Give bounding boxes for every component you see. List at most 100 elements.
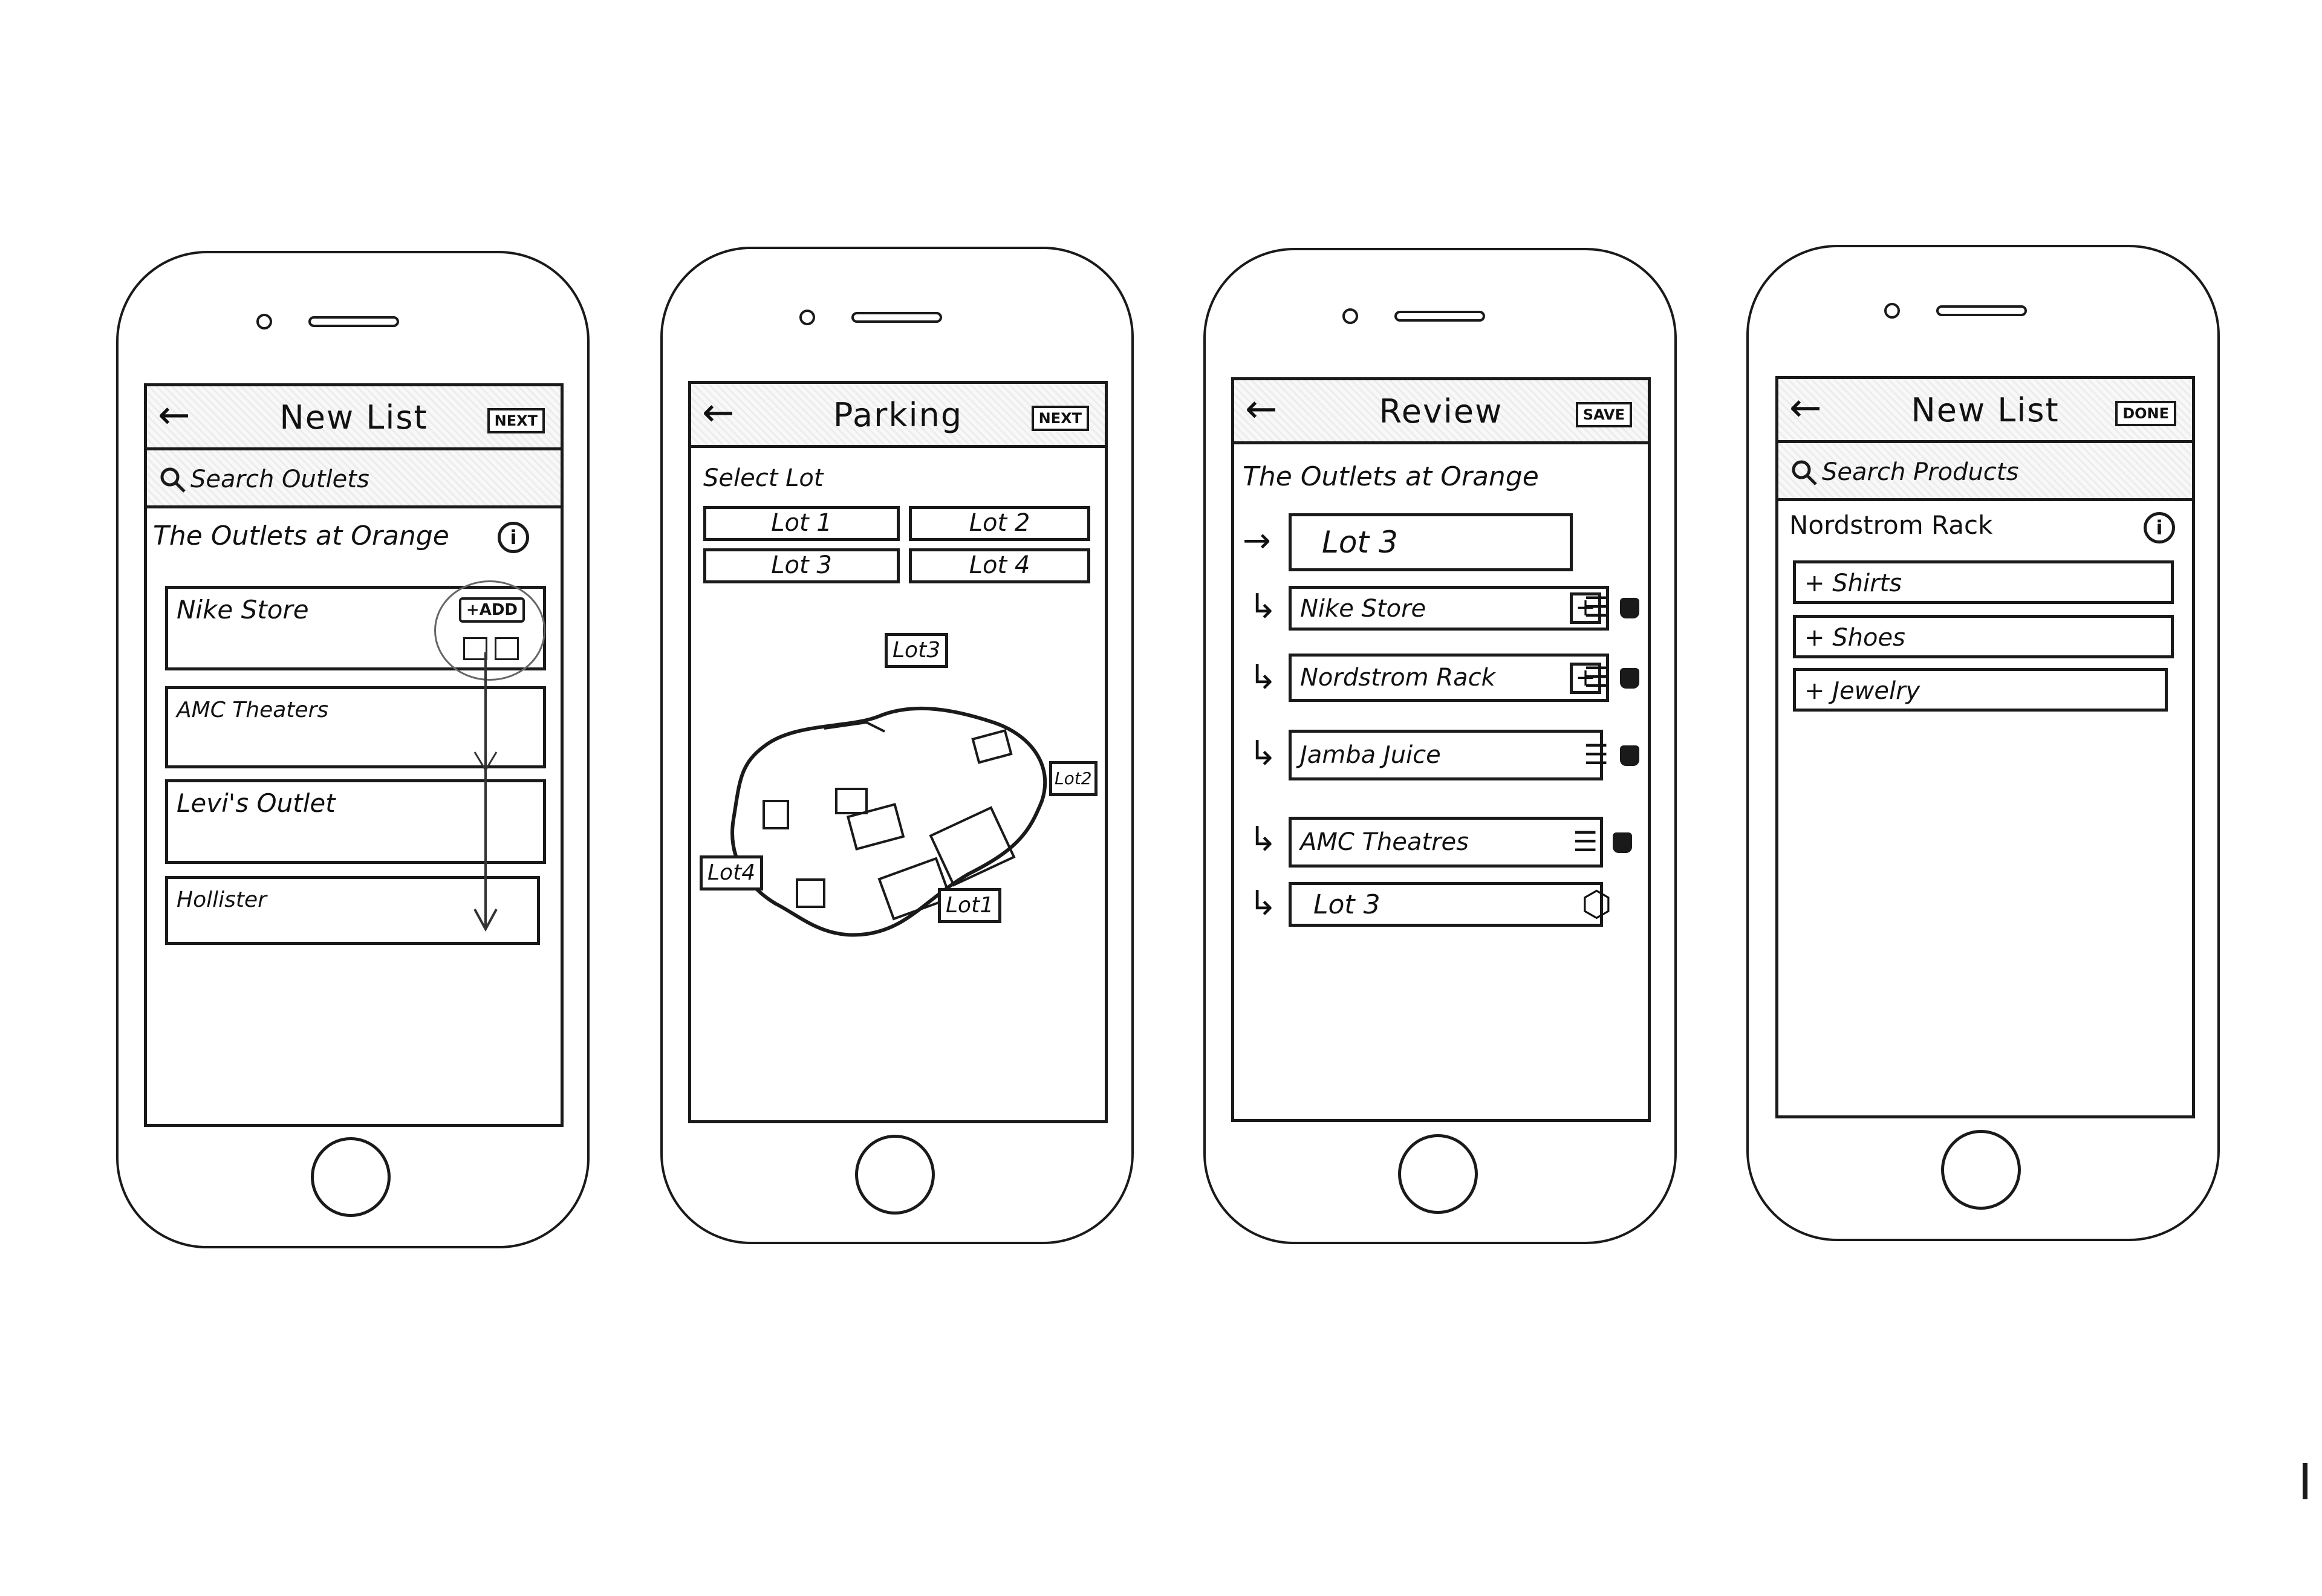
parking-map[interactable] bbox=[727, 698, 1066, 964]
page-title: Review bbox=[1379, 392, 1503, 430]
product-category-label: + Shirts bbox=[1804, 569, 1902, 597]
header-bar: ← New List NEXT bbox=[147, 386, 561, 450]
header-bar: ← Review SAVE bbox=[1234, 380, 1648, 444]
info-icon[interactable]: i bbox=[2144, 512, 2175, 543]
search-bar[interactable]: Search Outlets bbox=[147, 450, 561, 508]
route-stop-label: Nike Store bbox=[1300, 595, 1426, 623]
header-bar: ← Parking NEXT bbox=[691, 384, 1105, 448]
phone-frame-1: ← New List NEXT Search Outlets The Outle… bbox=[116, 251, 590, 1248]
route-stop[interactable]: Jamba Juice bbox=[1289, 730, 1603, 780]
product-category[interactable]: + Shirts bbox=[1793, 560, 2174, 604]
done-button[interactable]: DONE bbox=[2115, 401, 2176, 426]
speaker-slot bbox=[1394, 311, 1485, 322]
route-stop[interactable]: Nordstrom Rack + bbox=[1289, 654, 1609, 702]
camera-dot bbox=[1884, 303, 1900, 319]
map-lot-2-label[interactable]: Lot2 bbox=[1049, 761, 1098, 796]
list-item[interactable]: Nike Store +ADD bbox=[165, 580, 546, 681]
search-bar[interactable]: Search Products bbox=[1778, 443, 2192, 501]
home-button[interactable] bbox=[855, 1135, 935, 1215]
camera-dot bbox=[799, 310, 815, 325]
back-arrow-icon[interactable]: ← bbox=[702, 391, 735, 435]
map-lot-1-label[interactable]: Lot1 bbox=[938, 888, 1002, 923]
route-stop[interactable]: AMC Theatres bbox=[1289, 817, 1603, 868]
save-button[interactable]: SAVE bbox=[1575, 402, 1632, 427]
start-lot-label: Lot 3 bbox=[1322, 525, 1398, 560]
product-category-label: + Shoes bbox=[1804, 624, 1905, 652]
add-icon[interactable]: + bbox=[1570, 663, 1601, 694]
list-item[interactable]: AMC Theaters bbox=[165, 686, 546, 768]
shopping-bag-icon[interactable] bbox=[1620, 598, 1639, 618]
sub-arrow-icon: ↳ bbox=[1249, 820, 1277, 859]
back-arrow-icon[interactable]: ← bbox=[158, 393, 190, 438]
lot-1-button[interactable]: Lot 1 bbox=[703, 506, 900, 541]
next-button[interactable]: NEXT bbox=[487, 408, 545, 433]
select-lot-label: Select Lot bbox=[703, 464, 824, 492]
end-marker-icon: ⬡ bbox=[1581, 883, 1612, 924]
speaker-slot bbox=[308, 316, 399, 327]
end-lot-label: Lot 3 bbox=[1313, 889, 1381, 920]
drag-handle-icon[interactable]: ☰ bbox=[1584, 661, 1609, 693]
shopping-bag-icon[interactable] bbox=[1620, 668, 1639, 689]
product-category[interactable]: + Shoes bbox=[1793, 615, 2174, 658]
screen-new-list: ← New List NEXT Search Outlets The Outle… bbox=[144, 383, 564, 1127]
phone-frame-3: ← Review SAVE The Outlets at Orange → Lo… bbox=[1203, 248, 1677, 1244]
list-item[interactable]: Hollister bbox=[165, 876, 540, 945]
speaker-slot bbox=[1936, 305, 2027, 316]
start-lot[interactable]: Lot 3 bbox=[1289, 513, 1573, 571]
list-item[interactable]: Levi's Outlet bbox=[165, 779, 546, 864]
page-title: New List bbox=[279, 398, 428, 436]
list-item-label: Nike Store bbox=[177, 595, 309, 624]
add-icon[interactable]: + bbox=[1570, 592, 1601, 624]
info-icon[interactable]: i bbox=[498, 522, 529, 553]
search-input[interactable]: Search Outlets bbox=[190, 465, 369, 493]
lot-3-button[interactable]: Lot 3 bbox=[703, 548, 900, 583]
lot-4-button[interactable]: Lot 4 bbox=[909, 548, 1090, 583]
shopping-bag-icon[interactable] bbox=[1620, 745, 1639, 766]
end-lot[interactable]: Lot 3 bbox=[1289, 882, 1603, 927]
product-category-label: + Jewelry bbox=[1804, 677, 1920, 705]
drag-handle-icon[interactable]: ☰ bbox=[1584, 591, 1609, 623]
page-title: Parking bbox=[833, 396, 963, 434]
home-button[interactable] bbox=[311, 1137, 391, 1217]
lot-2-button[interactable]: Lot 2 bbox=[909, 506, 1090, 541]
next-button[interactable]: NEXT bbox=[1031, 406, 1089, 431]
drag-reorder-arrow bbox=[473, 652, 498, 932]
search-input[interactable]: Search Products bbox=[1822, 458, 2019, 486]
sub-arrow-icon: ↳ bbox=[1249, 587, 1277, 626]
sub-arrow-icon: ↳ bbox=[1249, 734, 1277, 773]
phone-frame-2: ← Parking NEXT Select Lot Lot 1 Lot 2 Lo… bbox=[660, 247, 1134, 1244]
map-lot-4-label[interactable]: Lot4 bbox=[700, 855, 764, 890]
screen-review: ← Review SAVE The Outlets at Orange → Lo… bbox=[1231, 377, 1651, 1122]
route-stop-label: AMC Theatres bbox=[1300, 828, 1469, 856]
search-icon bbox=[160, 467, 186, 493]
location-name: The Outlets at Orange bbox=[153, 521, 449, 551]
camera-dot bbox=[256, 314, 272, 329]
back-arrow-icon[interactable]: ← bbox=[1789, 386, 1822, 430]
map-lot-3-label[interactable]: Lot3 bbox=[885, 633, 949, 668]
home-button[interactable] bbox=[1941, 1130, 2021, 1210]
route-stop-label: Jamba Juice bbox=[1300, 741, 1441, 769]
drag-handle-icon[interactable]: ☰ bbox=[1584, 738, 1609, 771]
phone-frame-4: ← New List DONE Search Products Nordstro… bbox=[1746, 245, 2220, 1241]
store-name: Nordstrom Rack bbox=[1789, 510, 1993, 540]
speaker-slot bbox=[851, 312, 942, 323]
list-item-label: Hollister bbox=[177, 887, 267, 912]
location-name: The Outlets at Orange bbox=[1243, 461, 1539, 492]
route-stop-label: Nordstrom Rack bbox=[1300, 664, 1495, 692]
screen-products: ← New List DONE Search Products Nordstro… bbox=[1775, 376, 2195, 1118]
route-stop[interactable]: Nike Store + bbox=[1289, 586, 1609, 631]
header-bar: ← New List DONE bbox=[1778, 379, 2192, 443]
sub-arrow-icon: ↳ bbox=[1249, 884, 1277, 923]
sub-arrow-icon: ↳ bbox=[1249, 658, 1277, 697]
list-item-label: AMC Theaters bbox=[177, 698, 329, 722]
list-item-label: Levi's Outlet bbox=[177, 788, 336, 818]
back-arrow-icon[interactable]: ← bbox=[1245, 387, 1278, 432]
product-category[interactable]: + Jewelry bbox=[1793, 668, 2168, 712]
drag-handle-icon[interactable]: ☰ bbox=[1573, 825, 1598, 858]
highlight-circle bbox=[434, 580, 545, 681]
page-title: New List bbox=[1911, 391, 2060, 429]
shopping-bag-icon[interactable] bbox=[1613, 832, 1632, 853]
start-arrow-icon: → bbox=[1243, 521, 1271, 560]
search-icon bbox=[1792, 460, 1817, 485]
home-button[interactable] bbox=[1398, 1134, 1478, 1214]
